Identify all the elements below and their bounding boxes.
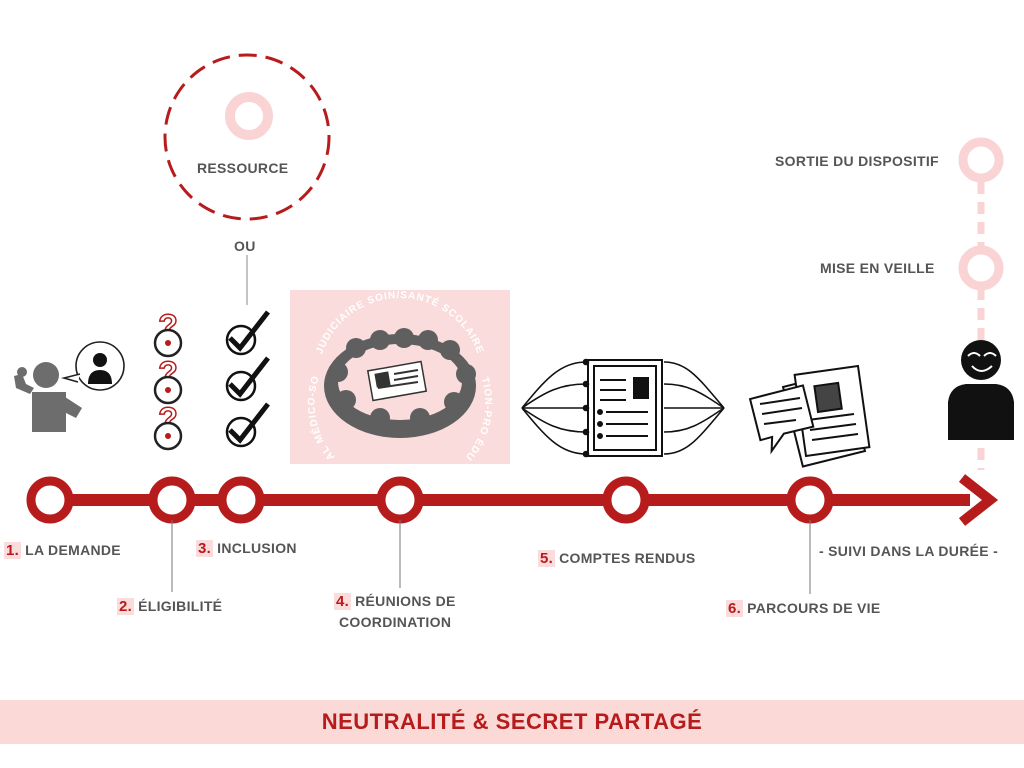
step-3-number: 3. xyxy=(196,540,214,557)
report-document-icon xyxy=(587,359,663,457)
veille-node xyxy=(958,245,1004,291)
step-6-label: 6.PARCOURS DE VIE xyxy=(726,600,881,617)
checkmark-3 xyxy=(225,402,270,448)
step-4-number: 4. xyxy=(334,593,352,610)
step-1-label: 1.LA DEMANDE xyxy=(4,542,121,559)
step-1-number: 1. xyxy=(4,542,22,559)
meeting-document-icon xyxy=(366,360,428,402)
meeting-table-icon xyxy=(324,328,476,438)
sortie-node xyxy=(958,137,1004,183)
timeline-nodes xyxy=(26,476,834,524)
veille-label: MISE EN VEILLE xyxy=(820,260,935,276)
timeline-arrowhead xyxy=(958,474,999,526)
step-4-label-line2: COORDINATION xyxy=(339,614,452,630)
step-4-text-line1: RÉUNIONS DE xyxy=(355,593,456,609)
question-mark-2: ? xyxy=(153,354,183,405)
question-mark-3: ? xyxy=(153,400,183,451)
step-3-text: INCLUSION xyxy=(217,540,297,556)
footer-title: NEUTRALITÉ & SECRET PARTAGÉ xyxy=(321,709,703,734)
fan-lines-right xyxy=(663,361,725,455)
step-2-text: ÉLIGIBILITÉ xyxy=(138,598,223,614)
step-6-number: 6. xyxy=(726,600,744,617)
thinking-person-icon xyxy=(14,362,82,432)
checkmark-1 xyxy=(225,310,270,356)
speech-bubble-icon xyxy=(60,341,125,391)
step-2-label: 2.ÉLIGIBILITÉ xyxy=(117,598,222,615)
question-marks-icon: ? ? ? xyxy=(153,307,183,451)
suivi-label: - SUIVI DANS LA DURÉE - xyxy=(819,543,999,559)
question-mark-1: ? xyxy=(153,307,183,358)
life-path-documents-icon xyxy=(748,364,871,468)
fan-lines-left xyxy=(521,358,590,458)
node-1 xyxy=(26,476,74,524)
step-5-text: COMPTES RENDUS xyxy=(559,550,696,566)
step-1-text: LA DEMANDE xyxy=(25,542,121,558)
ou-connector-label: OU xyxy=(234,238,256,254)
node-4 xyxy=(376,476,424,524)
step-3-label: 3.INCLUSION xyxy=(196,540,297,557)
step-4-label: 4.RÉUNIONS DE xyxy=(334,593,456,610)
resource-node xyxy=(225,92,273,140)
step-6-text: PARCOURS DE VIE xyxy=(747,600,881,616)
step-5-label: 5.COMPTES RENDUS xyxy=(538,550,696,567)
step-5-number: 5. xyxy=(538,550,556,567)
node-2 xyxy=(148,476,196,524)
step-2-number: 2. xyxy=(117,598,135,615)
checkmarks-icon xyxy=(225,310,270,448)
sortie-label: SORTIE DU DISPOSITIF xyxy=(775,153,939,169)
checkmark-2 xyxy=(225,356,270,402)
footer-band xyxy=(0,700,1024,744)
resource-label: RESSOURCE xyxy=(197,160,289,176)
end-person-icon xyxy=(948,340,1014,440)
resource-dashed-circle xyxy=(163,53,331,221)
node-5 xyxy=(602,476,650,524)
node-3 xyxy=(217,476,265,524)
node-6 xyxy=(786,476,834,524)
